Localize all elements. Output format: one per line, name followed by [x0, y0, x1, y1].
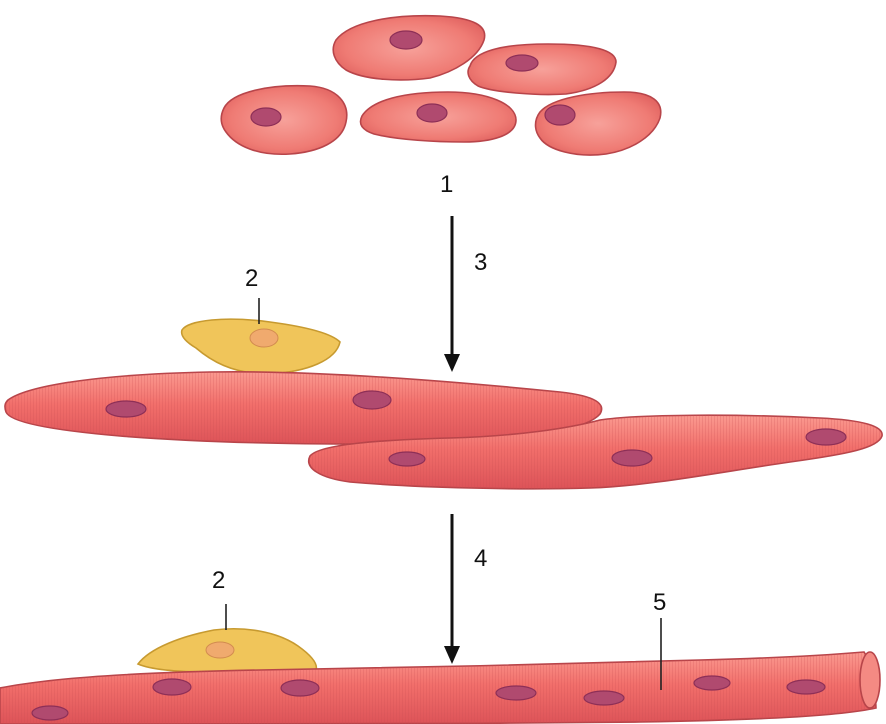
- nucleus: [251, 108, 281, 126]
- arrow-fusion: [444, 216, 460, 372]
- satellite-cell-top: [182, 319, 340, 374]
- nucleus: [787, 680, 825, 694]
- arrow-maturation: [444, 514, 460, 664]
- nucleus: [496, 686, 536, 700]
- nucleus: [390, 31, 422, 49]
- nucleus: [353, 391, 391, 409]
- nucleus: [584, 691, 624, 705]
- fiber-end-cap: [860, 652, 880, 708]
- nucleus: [153, 679, 191, 695]
- nucleus: [612, 450, 652, 466]
- satellite-nucleus: [250, 329, 278, 347]
- nucleus: [694, 676, 730, 690]
- nucleus: [106, 401, 146, 417]
- nucleus: [32, 706, 68, 720]
- satellite-nucleus: [206, 642, 234, 658]
- nucleus: [545, 105, 575, 125]
- satellite-cell-bottom: [138, 629, 316, 674]
- arrow-label-3: 3: [474, 249, 487, 276]
- myotube-upper: [5, 372, 602, 444]
- nucleus: [806, 429, 846, 445]
- myoblast-cell: [333, 16, 484, 80]
- myoblast-cell: [361, 92, 517, 142]
- nucleus: [417, 104, 447, 122]
- mature-muscle-fiber: [0, 652, 880, 724]
- myoblast-cell: [536, 92, 661, 155]
- nucleus: [506, 55, 538, 71]
- myoblast-cell: [468, 44, 616, 95]
- myoblast-cell: [221, 86, 347, 155]
- arrow-label-4: 4: [474, 545, 487, 572]
- satellite-label-top: 2: [245, 265, 258, 292]
- nucleus: [281, 680, 319, 696]
- myoblast-cluster: [221, 16, 661, 155]
- stage-label-1: 1: [440, 171, 453, 198]
- fiber-label-5: 5: [653, 589, 666, 616]
- satellite-label-bottom: 2: [212, 567, 225, 594]
- nucleus: [389, 452, 425, 466]
